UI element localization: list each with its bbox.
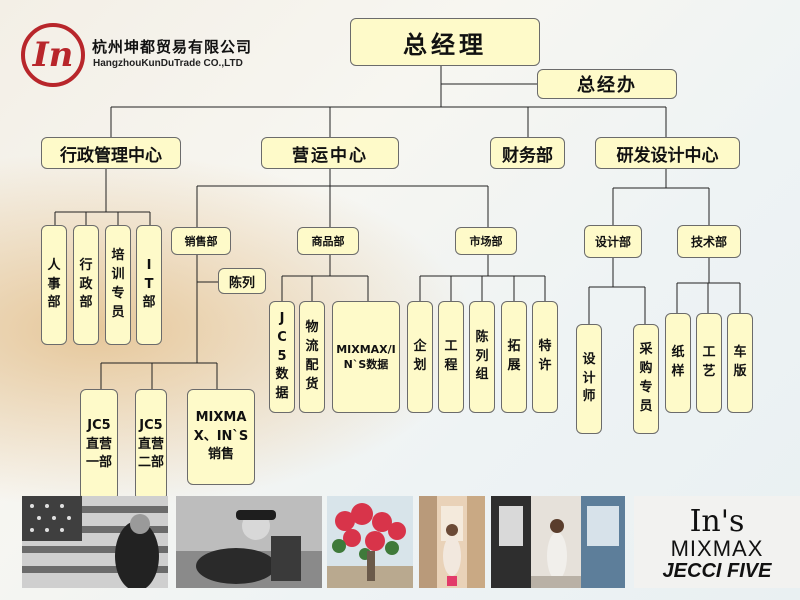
merch-unit-jc5-data: JC5数据 (269, 301, 295, 413)
market-unit-planning: 企划 (407, 301, 433, 413)
ceo-box: 总经理 (350, 18, 540, 66)
brand-mixmax: MIXMAX (670, 536, 764, 561)
company-logo: In (21, 23, 85, 87)
logo-text: In (32, 35, 74, 75)
market-unit-engineering: 工程 (438, 301, 464, 413)
market-unit-display-team: 陈列组 (469, 301, 495, 413)
tech-dept-box: 技术部 (677, 225, 741, 258)
market-dept-box: 市场部 (455, 227, 517, 255)
ceo-office-box: 总经办 (537, 69, 677, 99)
market-unit-franchise: 特许 (532, 301, 558, 413)
admin-center-box: 行政管理中心 (41, 137, 181, 169)
admin-unit-hr: 人事部 (41, 225, 67, 345)
photo-flowers (327, 496, 413, 588)
company-name-en: HangzhouKunDuTrade CO.,LTD (93, 58, 243, 69)
market-unit-expansion: 拓展 (501, 301, 527, 413)
photo-flag-model (22, 496, 168, 588)
brand-ins: In's (689, 504, 745, 539)
photo-street-model (419, 496, 485, 588)
tech-unit-craft: 工艺 (696, 313, 722, 413)
photo-model-cap (176, 496, 322, 588)
finance-box: 财务部 (490, 137, 565, 169)
operations-center-box: 营运中心 (261, 137, 399, 169)
merch-dept-box: 商品部 (297, 227, 359, 255)
sales-unit-mixmax-ins: MIXMAX、IN`S销售 (187, 389, 255, 485)
sales-dept-box: 销售部 (171, 227, 231, 255)
merch-unit-mixmax-ins-data: MIXMAX/IN`S数据 (332, 301, 400, 413)
company-name-cn: 杭州坤都贸易有限公司 (92, 38, 253, 56)
brand-jecci-five: JECCI FIVE (662, 560, 772, 582)
display-box: 陈列 (218, 268, 266, 294)
design-dept-box: 设计部 (584, 225, 642, 258)
admin-unit-admin: 行政部 (73, 225, 99, 345)
sales-unit-jc5-2: JC5直营二部 (135, 389, 167, 501)
tech-unit-sample: 车版 (727, 313, 753, 413)
rnd-center-box: 研发设计中心 (595, 137, 740, 169)
brand-panel: In's MIXMAX JECCI FIVE (634, 496, 800, 588)
merch-unit-logistics: 物流配货 (299, 301, 325, 413)
sales-unit-jc5-1: JC5直营一部 (80, 389, 118, 501)
photo-storefront-model (491, 496, 625, 588)
design-unit-designer: 设计师 (576, 324, 602, 434)
tech-unit-pattern: 纸样 (665, 313, 691, 413)
design-unit-purchasing: 采购专员 (633, 324, 659, 434)
admin-unit-training: 培训专员 (105, 225, 131, 345)
admin-unit-it: IT部 (136, 225, 162, 345)
